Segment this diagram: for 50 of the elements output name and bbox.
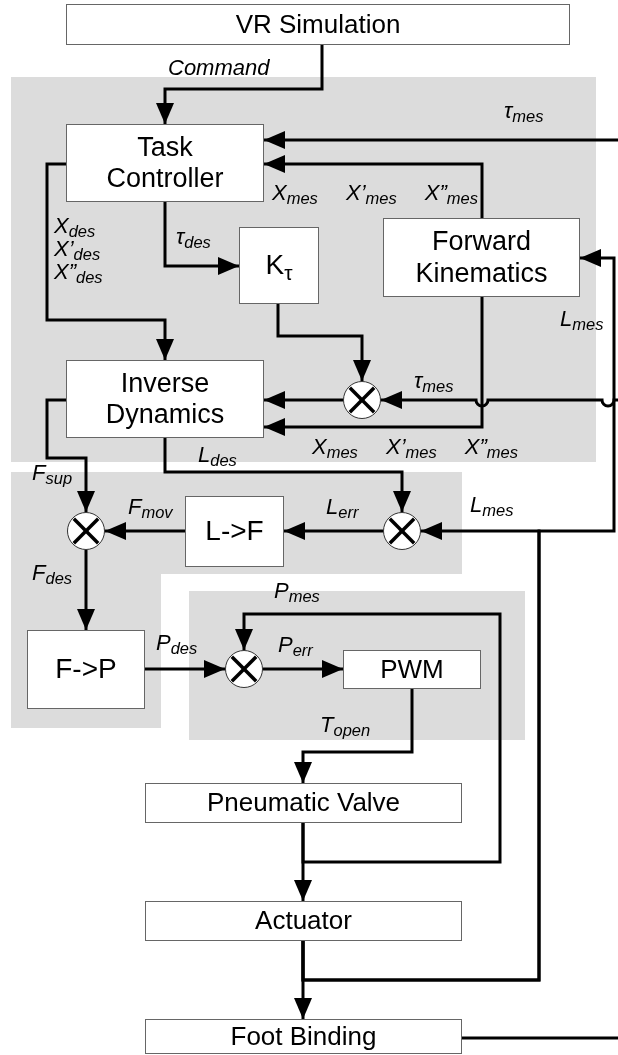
edge-label: Command <box>168 57 270 79</box>
multiplier-junction <box>225 650 263 688</box>
edge-label: L$_{err}$ <box>326 496 359 518</box>
edge-label: τ$_{mes}$ <box>414 370 454 392</box>
arrow <box>163 202 239 275</box>
arrow <box>156 45 324 124</box>
process-box: Task Controller <box>66 124 264 202</box>
edge-label: P$_{err}$ <box>278 634 313 656</box>
arrow <box>145 660 225 678</box>
arrow <box>105 522 185 540</box>
edge-label: τ$_{des}$ <box>176 226 211 248</box>
arrow <box>45 162 174 360</box>
edge-label: P$_{mes}$ <box>274 580 320 602</box>
multiplier-junction <box>67 512 105 550</box>
process-box: Forward Kinematics <box>383 218 580 297</box>
arrow <box>263 660 343 678</box>
multiplier-junction <box>383 512 421 550</box>
edge-label: F$_{des}$ <box>32 562 73 584</box>
edge-label: P$_{des}$ <box>156 632 198 654</box>
process-box: Foot Binding <box>145 1019 462 1054</box>
arrow <box>264 131 618 149</box>
arrow <box>235 612 502 864</box>
arrow <box>301 249 616 982</box>
edge-label: X$_{mes}$ X’$_{mes}$ X”$_{mes}$ <box>312 436 518 458</box>
process-box: K$_{τ}$ <box>239 227 319 304</box>
arrow <box>264 391 343 409</box>
arrow <box>294 689 414 783</box>
arrow <box>284 522 383 540</box>
arrow <box>264 155 484 218</box>
process-box: F->P <box>27 630 145 709</box>
edge-label: X$_{mes}$ X’$_{mes}$ X”$_{mes}$ <box>272 182 478 204</box>
edge-label: L$_{mes}$ <box>470 494 514 516</box>
process-box: VR Simulation <box>66 4 570 45</box>
edge-label: X$_{des}$ X’$_{des}$ X”$_{des}$ <box>54 214 104 284</box>
process-box: Actuator <box>145 901 462 941</box>
arrow <box>381 391 618 409</box>
arrow <box>276 304 371 381</box>
arrow <box>163 438 411 512</box>
process-box: Inverse Dynamics <box>66 360 264 438</box>
multiplier-junction <box>343 381 381 419</box>
edge-label: F$_{mov}$ <box>128 496 173 518</box>
arrow <box>77 550 95 630</box>
arrow <box>45 398 95 512</box>
process-box: L->F <box>185 496 284 567</box>
process-box: Pneumatic Valve <box>145 783 462 823</box>
arrow <box>264 297 484 436</box>
edge-label: L$_{des}$ <box>198 444 237 466</box>
process-box: PWM <box>343 650 481 689</box>
edge-label: τ$_{mes}$ <box>504 100 544 122</box>
edge-label: L$_{mes}$ <box>560 308 604 330</box>
